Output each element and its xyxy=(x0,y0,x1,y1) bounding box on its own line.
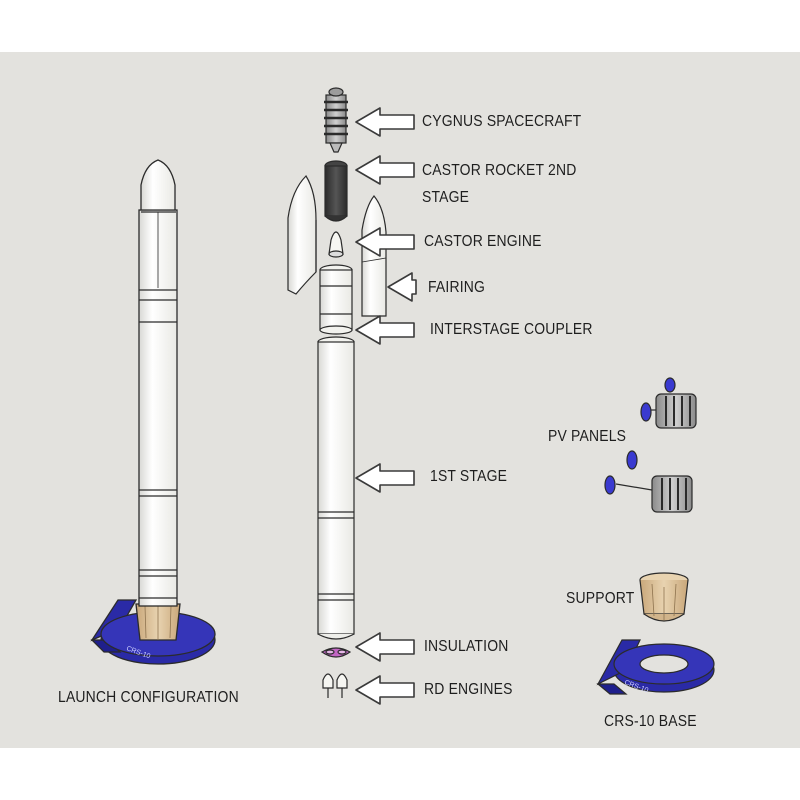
support-part xyxy=(639,572,689,622)
label-fairing: FAIRING xyxy=(428,279,486,296)
label-castor-2nd-stage-line1: CASTOR ROCKET 2ND xyxy=(422,162,577,179)
arrow-fairing xyxy=(387,272,417,302)
label-first-stage: 1ST STAGE xyxy=(430,468,508,485)
arrow-insulation xyxy=(355,632,415,662)
fairing-right-half xyxy=(361,195,387,317)
first-stage-part xyxy=(317,336,355,640)
cygnus-spacecraft-part xyxy=(324,87,348,153)
label-pv-panels: PV PANELS xyxy=(548,428,627,445)
label-castor-engine: CASTOR ENGINE xyxy=(424,233,542,250)
label-support: SUPPORT xyxy=(566,590,635,607)
label-cygnus-spacecraft: CYGNUS SPACECRAFT xyxy=(422,113,582,130)
arrow-castor-2nd-stage xyxy=(355,155,415,185)
launch-configuration-rocket: CRS-10 xyxy=(90,159,216,665)
arrow-rd-engines xyxy=(355,675,415,705)
label-insulation: INSULATION xyxy=(424,638,509,655)
arrow-cygnus xyxy=(355,107,415,137)
arrow-castor-engine xyxy=(355,227,415,257)
callout-arrows xyxy=(355,107,417,705)
arrow-first-stage xyxy=(355,463,415,493)
label-launch-configuration: LAUNCH CONFIGURATION xyxy=(58,689,239,706)
interstage-coupler-part xyxy=(319,264,353,335)
castor-engine-part xyxy=(328,231,344,258)
crs10-base-part: CRS-10 xyxy=(596,639,715,695)
label-castor-2nd-stage-line2: STAGE xyxy=(422,189,470,206)
label-interstage-coupler: INTERSTAGE COUPLER xyxy=(430,321,593,338)
rd-engines-part xyxy=(322,673,348,698)
exploded-stack xyxy=(287,87,387,698)
castor-second-stage-part xyxy=(324,160,348,222)
fairing-left-half xyxy=(287,175,317,295)
arrow-interstage-coupler xyxy=(355,315,415,345)
pv-panels-part xyxy=(604,377,697,513)
label-crs10-base: CRS-10 BASE xyxy=(604,713,697,730)
insulation-part xyxy=(320,647,352,658)
label-rd-engines: RD ENGINES xyxy=(424,681,513,698)
pv-panel-upper xyxy=(640,377,697,429)
pv-panel-lower xyxy=(604,450,693,513)
